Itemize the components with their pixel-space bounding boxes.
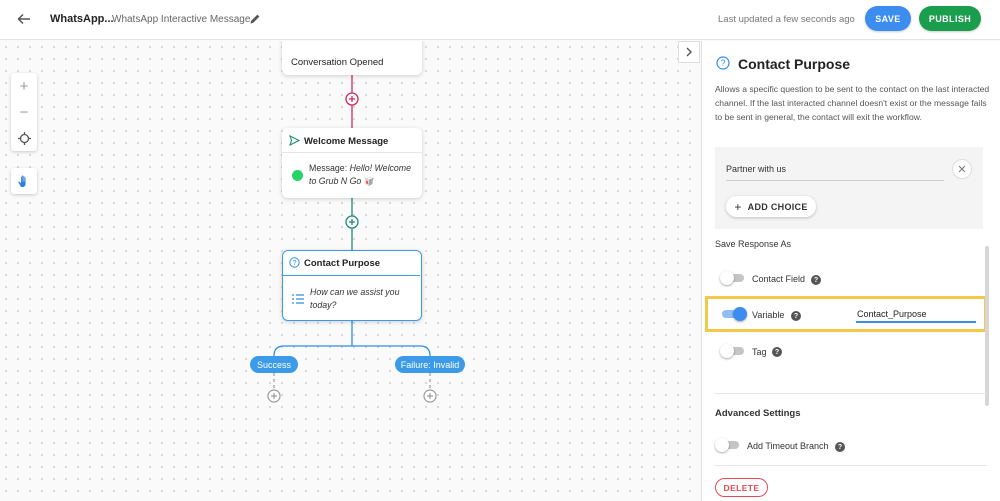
edit-name-button[interactable] [248,12,262,26]
save-response-label: Save Response As [715,239,792,249]
help-icon[interactable]: ? [835,442,845,452]
add-step-button[interactable] [345,92,359,106]
pan-tool-button[interactable] [11,168,37,194]
zoom-controls: + − [11,73,37,151]
help-icon[interactable]: ? [811,275,821,285]
svg-text:?: ? [720,58,725,68]
node-title: Conversation Opened [291,57,384,68]
choice-input[interactable]: Partner with us [726,164,944,181]
whatsapp-icon [292,170,303,181]
divider [715,393,987,394]
chevron-right-icon [686,47,692,57]
variable-name-input[interactable] [856,307,976,323]
node-header: Welcome Message [282,128,422,153]
zoom-in-button[interactable]: + [11,73,37,99]
hand-icon [18,175,26,187]
variable-toggle[interactable] [722,307,747,321]
choices-box: Partner with us ✕ + ADD CHOICE [715,147,983,229]
add-step-button[interactable] [423,389,437,403]
message-preview: Message: Hello! Welcome to Grub N Go 🥡 [309,162,417,188]
contact-field-toggle[interactable] [720,271,744,285]
timeout-toggle[interactable] [715,438,739,452]
node-conversation-opened[interactable]: Conversation Opened [282,41,422,75]
zoom-out-button[interactable]: − [11,99,37,125]
panel-scrollbar[interactable] [985,246,989,406]
help-icon[interactable]: ? [772,347,782,357]
tag-label: Tag [752,347,767,357]
close-icon: ✕ [957,163,967,176]
publish-button[interactable]: PUBLISH [919,6,981,31]
list-icon [292,294,304,304]
top-bar: WhatsApp... WhatsApp Interactive Message… [0,0,1000,40]
save-button[interactable]: SAVE [865,6,911,31]
plus-circle-icon [423,389,437,403]
arrow-back-icon [17,13,30,25]
tag-toggle[interactable] [720,344,744,358]
workflow-canvas[interactable]: + − Conversation Opened Welcome Message … [0,41,700,501]
message-text: Hello! Welcome to Grub N Go [309,163,412,186]
node-title: Contact Purpose [304,258,381,269]
plus-circle-icon [345,92,359,106]
add-step-button[interactable] [267,389,281,403]
branch-success-pill[interactable]: Success [250,356,298,373]
message-emoji: 🥡 [363,176,375,186]
last-updated-status: Last updated a few seconds ago [718,14,855,25]
properties-panel: ? Contact Purpose Allows a specific ques… [701,41,1000,501]
back-button[interactable] [14,9,34,29]
workflow-name[interactable]: WhatsApp... [50,13,114,25]
zoom-out-icon: − [19,103,29,121]
branch-failure-pill[interactable]: Failure: Invalid [395,356,465,373]
send-icon [289,135,300,146]
node-welcome-message[interactable]: Welcome Message Message: Hello! Welcome … [282,128,422,198]
variable-label: Variable [752,310,785,320]
add-choice-button[interactable]: + ADD CHOICE [726,196,816,217]
add-choice-label: ADD CHOICE [747,201,808,212]
zoom-in-icon: + [19,77,29,95]
edge-branch-split [273,321,431,357]
plus-circle-icon [267,389,281,403]
panel-title: Contact Purpose [738,56,851,72]
plus-circle-icon [345,215,359,229]
question-circle-icon: ? [289,257,300,268]
node-title: Welcome Message [304,136,389,147]
add-step-button[interactable] [345,215,359,229]
pencil-icon [250,14,260,24]
edge-layer [273,74,431,389]
panel-description: Allows a specific question to be sent to… [715,84,990,122]
recenter-button[interactable] [11,125,37,151]
question-text: How can we assist you today? [310,287,400,310]
help-icon[interactable]: ? [791,311,801,321]
collapse-panel-button[interactable] [678,41,700,63]
crosshair-icon [17,131,31,145]
divider [715,465,987,466]
workflow-description: WhatsApp Interactive Message [112,14,251,25]
plus-icon: + [734,199,742,214]
timeout-label: Add Timeout Branch [747,441,829,451]
contact-field-label: Contact Field [752,274,806,284]
question-circle-icon: ? [716,56,730,70]
message-label: Message: [309,163,348,173]
svg-text:?: ? [293,260,297,267]
advanced-settings-heading: Advanced Settings [715,408,801,419]
delete-button[interactable]: DELETE [715,478,768,497]
remove-choice-button[interactable]: ✕ [952,159,972,179]
node-header: ? Contact Purpose [283,251,420,276]
node-contact-purpose[interactable]: ? Contact Purpose How can we assist you … [282,250,422,321]
